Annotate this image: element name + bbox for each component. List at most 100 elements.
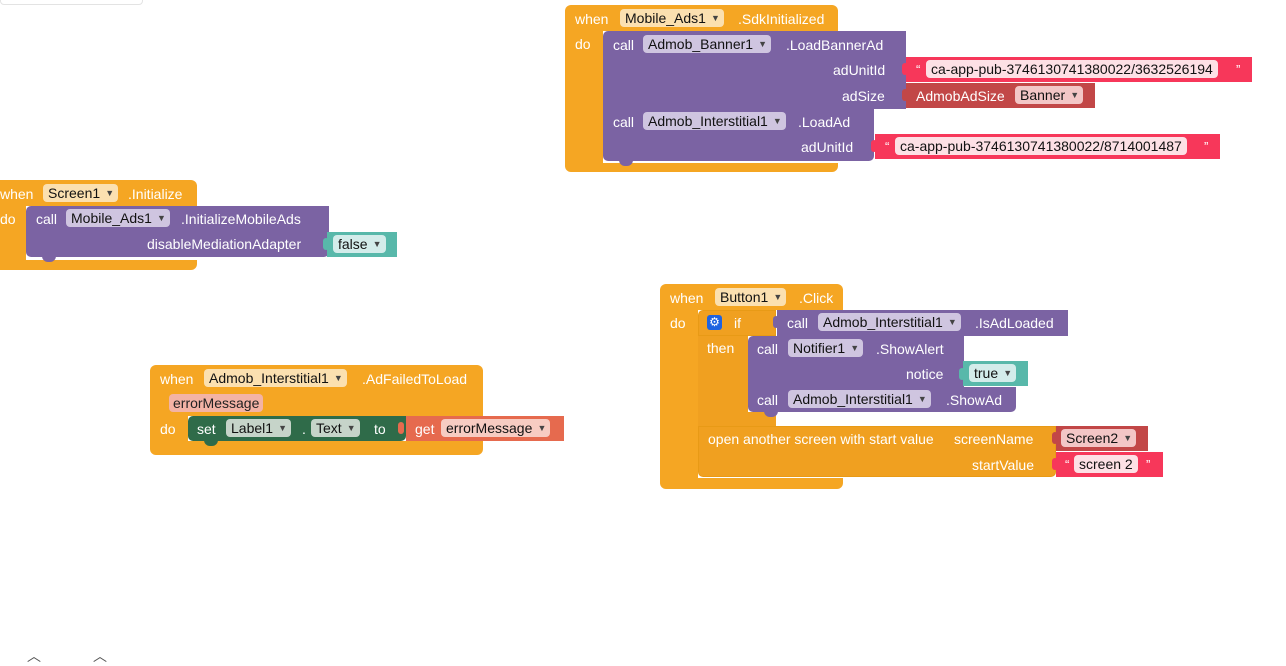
if-block-body-left — [698, 336, 748, 426]
gear-icon[interactable]: ⚙ — [707, 315, 722, 330]
chevron-down-icon: ▼ — [333, 373, 343, 383]
do-label: do — [575, 36, 591, 52]
param-label: disableMediationAdapter — [147, 236, 302, 252]
component-name: Label1 — [231, 420, 274, 436]
socket-tab — [871, 140, 877, 152]
open-quote: “ — [885, 139, 890, 154]
event-name: .AdFailedToLoad — [362, 371, 468, 387]
do-label: do — [670, 315, 686, 331]
chevron-down-icon: ▼ — [711, 13, 720, 23]
component-name: Admob_Interstitial1 — [209, 370, 329, 386]
show-component-dropdown[interactable]: Admob_Interstitial1▼ — [788, 390, 931, 408]
then-label: then — [707, 340, 735, 356]
event-footer — [660, 478, 843, 489]
component-dropdown[interactable]: Mobile_Ads1 ▼ — [620, 9, 724, 27]
when-label: when — [0, 186, 34, 202]
call-label: call — [757, 341, 779, 357]
call-label: call — [787, 315, 809, 331]
set-component-dropdown[interactable]: Label1 ▼ — [226, 419, 292, 437]
component-dropdown[interactable]: Screen1 ▼ — [43, 184, 119, 202]
when-label: when — [575, 11, 609, 27]
call-component-dropdown[interactable]: Mobile_Ads1 ▼ — [66, 209, 170, 227]
event-name: .Initialize — [128, 186, 183, 202]
event-name: .Click — [799, 290, 834, 306]
start-value-text[interactable]: screen 2 — [1074, 455, 1138, 473]
banner-component-dropdown[interactable]: Admob_Banner1 ▼ — [643, 35, 772, 53]
event-block-ad-failed-to-load[interactable]: when Admob_Interstitial1 ▼ .AdFailedToLoa… — [150, 365, 570, 457]
boolean-value-dropdown[interactable]: true ▼ — [969, 364, 1017, 382]
adsize-value-dropdown[interactable]: Banner▼ — [1015, 86, 1084, 104]
component-name: Screen1 — [48, 185, 101, 201]
next-connector — [764, 411, 778, 417]
set-block[interactable] — [188, 416, 406, 441]
event-block-sdk-initialized[interactable]: when Mobile_Ads1▼ .SdkInitialized do cal… — [565, 5, 1255, 175]
param-adunitid-label: adUnitId — [833, 62, 886, 78]
component-dropdown[interactable]: Admob_Interstitial1 ▼ — [204, 369, 347, 387]
chevron-down-icon: ▼ — [772, 116, 782, 126]
method-name: .IsAdLoaded — [975, 315, 1054, 331]
component-name: Mobile_Ads1 — [71, 210, 152, 226]
param-startvalue-label: startValue — [972, 457, 1034, 473]
condition-component-dropdown[interactable]: Admob_Interstitial1▼ — [818, 313, 961, 331]
component-dropdown[interactable]: Button1▼ — [715, 288, 787, 306]
method-name: .LoadAd — [798, 114, 851, 130]
chevron-down-icon: ▼ — [1003, 368, 1013, 378]
method-name: .ShowAlert — [876, 341, 944, 357]
banner-unit-id-value[interactable]: ca-app-pub-3746130741380022/3632526194 — [926, 60, 1218, 78]
open-quote: “ — [1065, 457, 1070, 472]
event-body-left — [660, 310, 698, 478]
boolean-value: true — [974, 365, 999, 381]
event-footer — [565, 163, 838, 172]
chevron-down-icon: ▼ — [372, 239, 382, 249]
property-name: Text — [316, 420, 342, 436]
variable-name: errorMessage — [446, 420, 533, 436]
chevron-up-icon[interactable]: ︿ — [93, 648, 107, 664]
event-block-button-click[interactable]: when Button1▼ .Click do ⚙ if then call A… — [660, 284, 1170, 494]
component-name: Admob_Banner1 — [648, 36, 754, 52]
when-label: when — [670, 290, 704, 306]
if-label: if — [734, 315, 741, 331]
socket-tab — [323, 238, 329, 250]
chevron-down-icon: ▼ — [105, 188, 115, 198]
dot-label: . — [302, 421, 306, 437]
when-label: when — [160, 371, 194, 387]
chevron-down-icon: ▼ — [157, 213, 166, 223]
interstitial-component-dropdown[interactable]: Admob_Interstitial1 ▼ — [643, 112, 786, 130]
chevron-down-icon: ▼ — [278, 423, 288, 433]
event-footer — [0, 260, 197, 270]
param-notice-label: notice — [906, 366, 944, 382]
event-parameter[interactable]: errorMessage — [169, 394, 264, 412]
socket-tab — [773, 316, 779, 328]
adsize-type-label: AdmobAdSize — [916, 88, 1005, 104]
chevron-down-icon: ▼ — [1123, 433, 1133, 443]
call-label: call — [613, 37, 635, 53]
chevron-down-icon: ▼ — [758, 39, 768, 49]
component-name: Admob_Interstitial1 — [823, 314, 943, 330]
screen-name-dropdown[interactable]: Screen2 ▼ — [1061, 429, 1137, 447]
interstitial-unit-id-value[interactable]: ca-app-pub-3746130741380022/8714001487 — [895, 137, 1187, 155]
open-screen-block[interactable] — [698, 426, 1056, 477]
component-name: Admob_Interstitial1 — [648, 113, 768, 129]
socket-tab — [902, 89, 908, 101]
next-connector — [619, 160, 633, 166]
method-name: .InitializeMobileAds — [181, 211, 301, 227]
socket-tab — [1052, 432, 1058, 444]
get-variable-dropdown[interactable]: errorMessage ▼ — [441, 419, 551, 437]
text-value: ca-app-pub-3746130741380022/8714001487 — [900, 138, 1182, 154]
param-adunitid-label: adUnitId — [801, 139, 854, 155]
alert-component-dropdown[interactable]: Notifier1▼ — [788, 339, 864, 357]
next-connector — [42, 256, 56, 262]
call-label: call — [757, 392, 779, 408]
component-name: Mobile_Ads1 — [625, 10, 706, 26]
screen-name: Screen2 — [1066, 430, 1119, 446]
event-block-screen-initialize[interactable]: when Screen1▼ .Initialize do call Mobile… — [0, 180, 400, 272]
param-name: errorMessage — [173, 395, 260, 411]
boolean-value-dropdown[interactable]: false▼ — [333, 235, 386, 253]
param-adsize-label: adSize — [842, 88, 885, 104]
chevron-down-icon: ▼ — [537, 423, 547, 433]
do-label: do — [0, 211, 16, 227]
method-name: .ShowAd — [946, 392, 1003, 408]
set-property-dropdown[interactable]: Text▼ — [311, 419, 360, 437]
socket-tab — [1052, 458, 1058, 470]
chevron-up-icon[interactable]: ︿ — [27, 648, 41, 664]
